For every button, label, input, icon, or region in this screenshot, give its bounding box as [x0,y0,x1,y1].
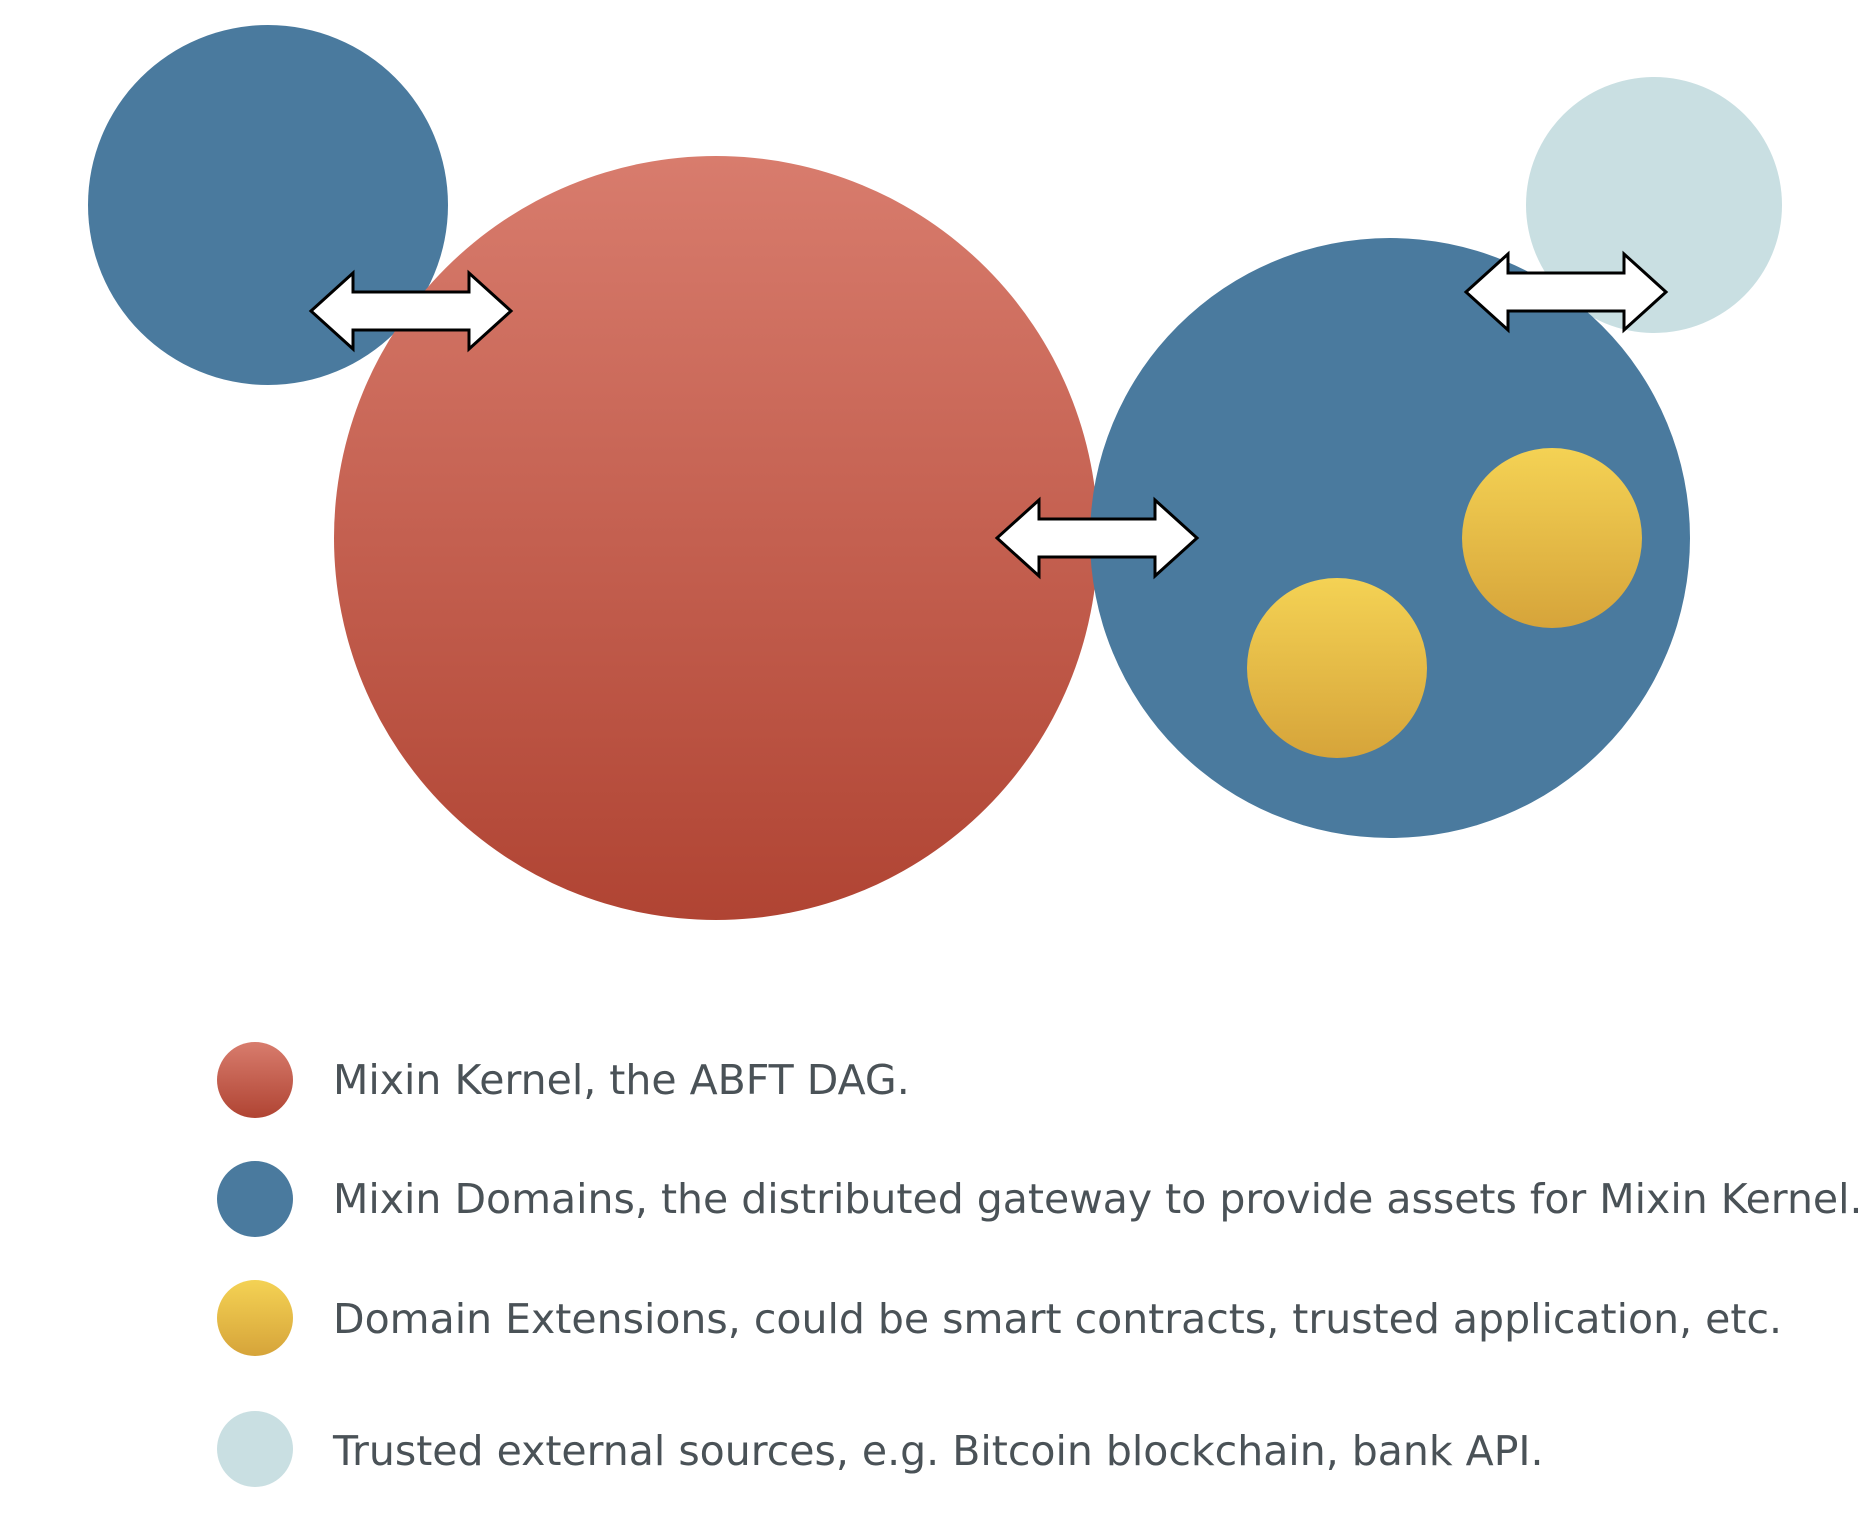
external-source-circle [1526,77,1782,333]
arrow-domain-external [1463,250,1669,334]
legend-item-external: Trusted external sources, e.g. Bitcoin b… [217,1411,1544,1487]
legend-swatch-kernel [217,1042,293,1118]
legend-label-extension: Domain Extensions, could be smart contra… [333,1295,1782,1343]
legend: Mixin Kernel, the ABFT DAG. Mixin Domain… [217,1042,1858,1487]
arrow-kernel-domain [994,496,1200,580]
extension-circle-lower [1247,578,1427,758]
double-arrow-icon [308,269,514,353]
legend-swatch-external [217,1411,293,1487]
domain-circle-right [1090,238,1690,838]
legend-item-extension: Domain Extensions, could be smart contra… [217,1280,1782,1356]
double-arrow-icon [994,496,1200,580]
extension-circle-upper [1462,448,1642,628]
legend-item-domain: Mixin Domains, the distributed gateway t… [217,1161,1858,1237]
legend-label-domain: Mixin Domains, the distributed gateway t… [333,1175,1858,1223]
legend-label-kernel: Mixin Kernel, the ABFT DAG. [333,1056,910,1104]
legend-item-kernel: Mixin Kernel, the ABFT DAG. [217,1042,910,1118]
kernel-circle [334,156,1098,920]
legend-swatch-extension [217,1280,293,1356]
legend-label-external: Trusted external sources, e.g. Bitcoin b… [332,1427,1544,1475]
legend-swatch-domain [217,1161,293,1237]
arrow-domain-kernel [308,269,514,353]
double-arrow-icon [1463,250,1669,334]
